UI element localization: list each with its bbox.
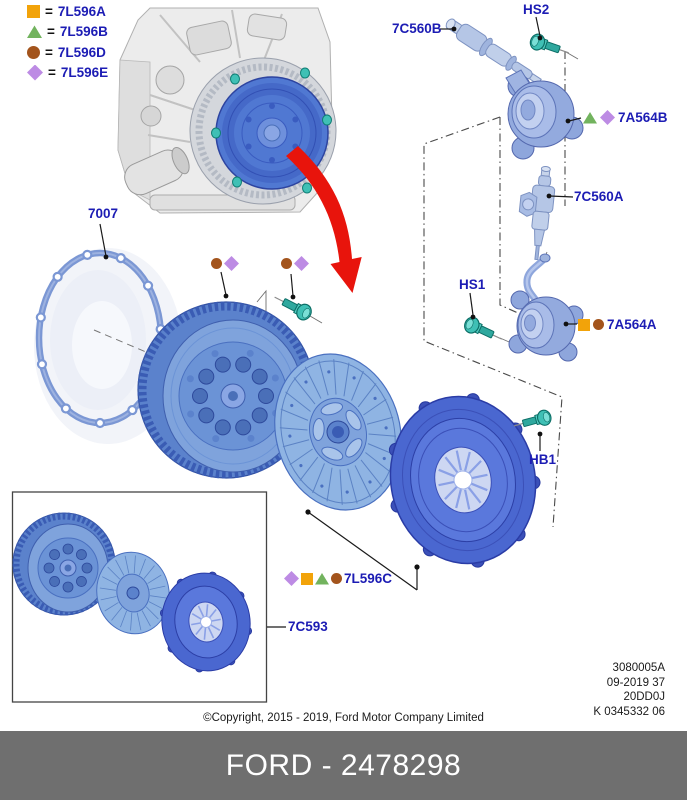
legend-label: 7L596B [59, 24, 108, 39]
equals-sign: = [45, 3, 53, 19]
banner-text: FORD - 2478298 [225, 748, 462, 782]
green-triangle-marker [583, 111, 597, 124]
purple-diamond-marker [600, 110, 615, 125]
master-cylinder-7C560B [445, 18, 542, 86]
legend-label: 7L596E [60, 65, 109, 80]
ford-part-banner: FORD - 2478298 [0, 731, 687, 800]
marker-pair-flywheel [211, 256, 239, 271]
diagram-artwork [11, 7, 584, 703]
legend-item-7L596B: = 7L596B [27, 24, 108, 39]
release-bearing-7A564A [508, 253, 584, 362]
info-line: 09-2019 37 [606, 676, 665, 689]
ghost-backdrop [34, 248, 182, 444]
purple-diamond-icon [27, 64, 43, 81]
legend-item-7L596E: = 7L596E [27, 64, 109, 81]
legend-item-7L596A: = 7L596A [27, 3, 108, 19]
callout-HB1[interactable]: HB1 [529, 452, 557, 467]
brown-circle-marker [593, 319, 604, 330]
equals-sign: = [47, 24, 55, 39]
orange-square-marker [578, 318, 590, 331]
callout-7A564B[interactable]: 7A564B [583, 110, 668, 125]
marker-pair-bolt [281, 256, 309, 271]
green-triangle-icon [27, 25, 42, 38]
callout-7C560B[interactable]: 7C560B [392, 21, 442, 36]
drawing-info-block: 3080005A 09-2019 37 20DD0J K 0345332 06 [593, 661, 665, 719]
orange-square-marker [301, 572, 313, 585]
brown-circle-marker [281, 258, 292, 269]
brown-circle-marker [211, 258, 222, 269]
legend: = 7L596A = 7L596B = 7L596D = 7L596E [27, 3, 109, 81]
flywheel [137, 301, 315, 479]
red-arrow [286, 146, 362, 293]
equals-sign: = [45, 44, 53, 60]
callout-7007[interactable]: 7007 [88, 206, 119, 221]
engine-illustration [117, 7, 337, 214]
purple-diamond-marker [294, 256, 309, 271]
legend-label: 7L596A [57, 3, 106, 19]
copyright-text: ©Copyright, 2015 - 2019, Ford Motor Comp… [203, 712, 484, 724]
legend-label: 7L596D [57, 44, 106, 60]
release-bearing-7A564B [505, 69, 584, 160]
callout-7A564A[interactable]: 7A564A [578, 317, 657, 332]
orange-square-icon [27, 4, 40, 18]
callout-label: 7L596C [344, 571, 393, 586]
legend-item-7L596D: = 7L596D [27, 44, 108, 60]
callout-label: 7A564A [607, 317, 657, 332]
equals-sign: = [48, 65, 56, 80]
info-line: K 0345332 06 [593, 705, 665, 718]
callout-7C560A[interactable]: 7C560A [574, 189, 624, 204]
green-triangle-marker [315, 572, 329, 585]
master-cylinder-7C560A [518, 165, 556, 261]
purple-diamond-marker [284, 571, 299, 586]
brown-circle-icon [27, 45, 40, 59]
clutch-kit-inset [11, 491, 268, 703]
callout-7C593[interactable]: 7C593 [288, 619, 328, 634]
callout-label: 7A564B [618, 110, 668, 125]
callout-HS2[interactable]: HS2 [523, 2, 550, 17]
clutch-disc [274, 353, 402, 511]
info-line: 3080005A [612, 662, 665, 674]
callout-7L596C[interactable]: 7L596C [284, 571, 392, 586]
brown-circle-marker [331, 573, 342, 584]
pressure-plate [388, 393, 541, 568]
info-line: 20DD0J [623, 691, 665, 704]
callout-HS1[interactable]: HS1 [459, 277, 486, 292]
callout-lines [99, 16, 582, 628]
callout-dots [103, 26, 571, 570]
purple-diamond-marker [224, 256, 239, 271]
